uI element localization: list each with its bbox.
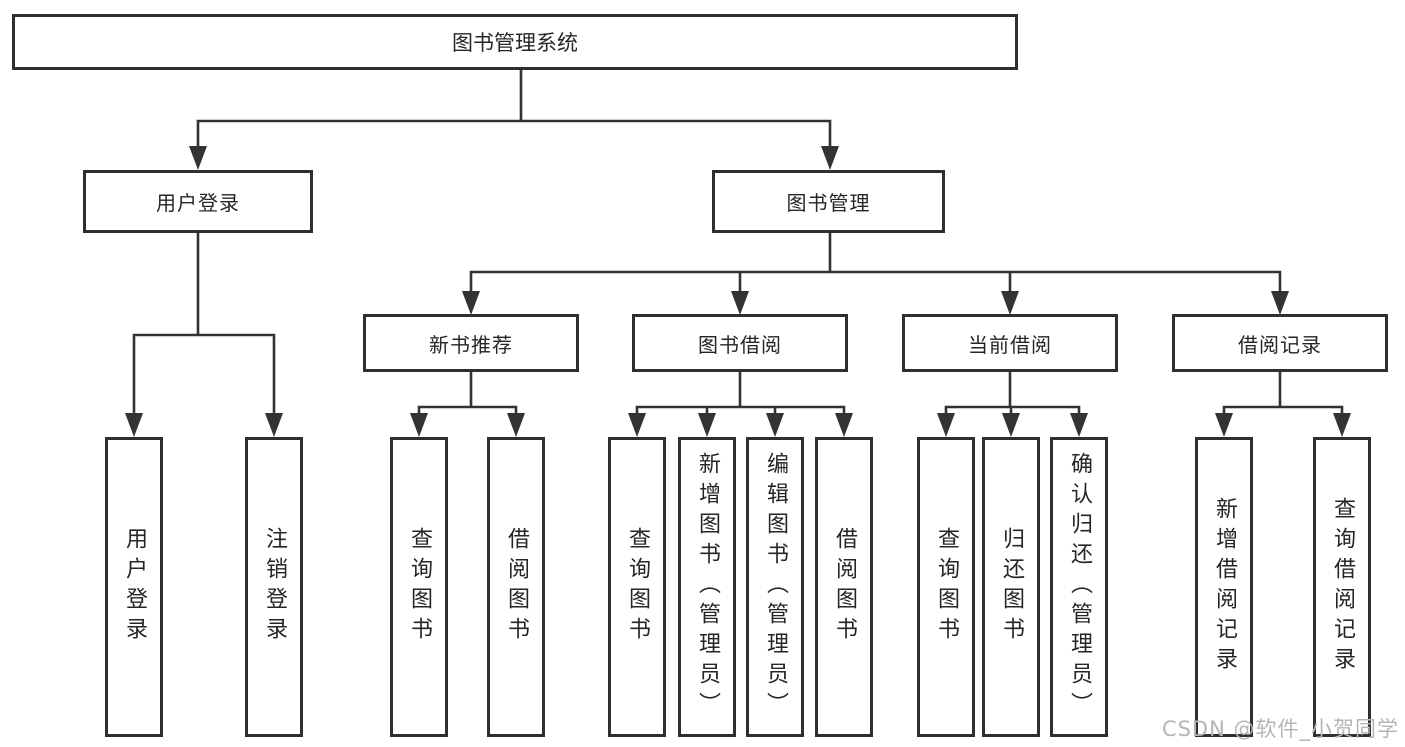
leaf-label: 用户登录 bbox=[122, 527, 147, 647]
leaf-borrow-books-2: 借阅图书 bbox=[815, 437, 873, 737]
leaf-add-books-admin: 新增图书（管理员） bbox=[678, 437, 736, 737]
node-label: 用户登录 bbox=[156, 191, 240, 215]
watermark: CSDN @软件_小贺同学 bbox=[1161, 717, 1399, 741]
node-root-system: 图书管理系统 bbox=[12, 14, 1018, 70]
arrowheads bbox=[125, 146, 1351, 437]
node-label: 图书管理 bbox=[786, 191, 871, 215]
leaf-label: 注销登录 bbox=[262, 527, 287, 647]
leaf-label: 新增图书（管理员） bbox=[695, 452, 720, 722]
node-label: 新书推荐 bbox=[429, 332, 513, 357]
leaf-query-books-2: 查询图书 bbox=[608, 437, 666, 737]
leaf-label: 确认归还（管理员） bbox=[1067, 452, 1092, 722]
node-borrow-records: 借阅记录 bbox=[1172, 314, 1388, 372]
leaf-user-login: 用户登录 bbox=[105, 437, 163, 737]
leaf-query-books-1: 查询图书 bbox=[390, 437, 448, 737]
node-label: 图书管理系统 bbox=[452, 31, 578, 55]
leaf-label: 查询图书 bbox=[407, 527, 432, 647]
leaf-confirm-return-admin: 确认归还（管理员） bbox=[1050, 437, 1108, 737]
leaf-label: 查询借阅记录 bbox=[1330, 497, 1355, 677]
node-book-management: 图书管理 bbox=[712, 170, 945, 233]
node-label: 当前借阅 bbox=[968, 332, 1052, 357]
node-book-borrow: 图书借阅 bbox=[632, 314, 848, 372]
leaf-query-borrow-record: 查询借阅记录 bbox=[1313, 437, 1371, 737]
leaf-query-books-3: 查询图书 bbox=[917, 437, 975, 737]
leaf-logout: 注销登录 bbox=[245, 437, 303, 737]
node-label: 借阅记录 bbox=[1238, 332, 1322, 357]
node-user-login: 用户登录 bbox=[83, 170, 313, 233]
node-new-book-recommend: 新书推荐 bbox=[363, 314, 579, 372]
leaf-label: 编辑图书（管理员） bbox=[763, 452, 788, 722]
leaf-label: 借阅图书 bbox=[504, 527, 529, 647]
node-current-borrow: 当前借阅 bbox=[902, 314, 1118, 372]
node-label: 图书借阅 bbox=[698, 332, 782, 357]
leaf-label: 借阅图书 bbox=[832, 527, 857, 647]
connector-paths bbox=[132, 68, 1344, 418]
leaf-label: 查询图书 bbox=[625, 527, 650, 647]
leaf-add-borrow-record: 新增借阅记录 bbox=[1195, 437, 1253, 737]
leaf-borrow-books-1: 借阅图书 bbox=[487, 437, 545, 737]
leaf-return-books: 归还图书 bbox=[982, 437, 1040, 737]
leaf-label: 归还图书 bbox=[999, 527, 1024, 647]
leaf-label: 查询图书 bbox=[934, 527, 959, 647]
leaf-label: 新增借阅记录 bbox=[1212, 497, 1237, 677]
leaf-edit-books-admin: 编辑图书（管理员） bbox=[746, 437, 804, 737]
